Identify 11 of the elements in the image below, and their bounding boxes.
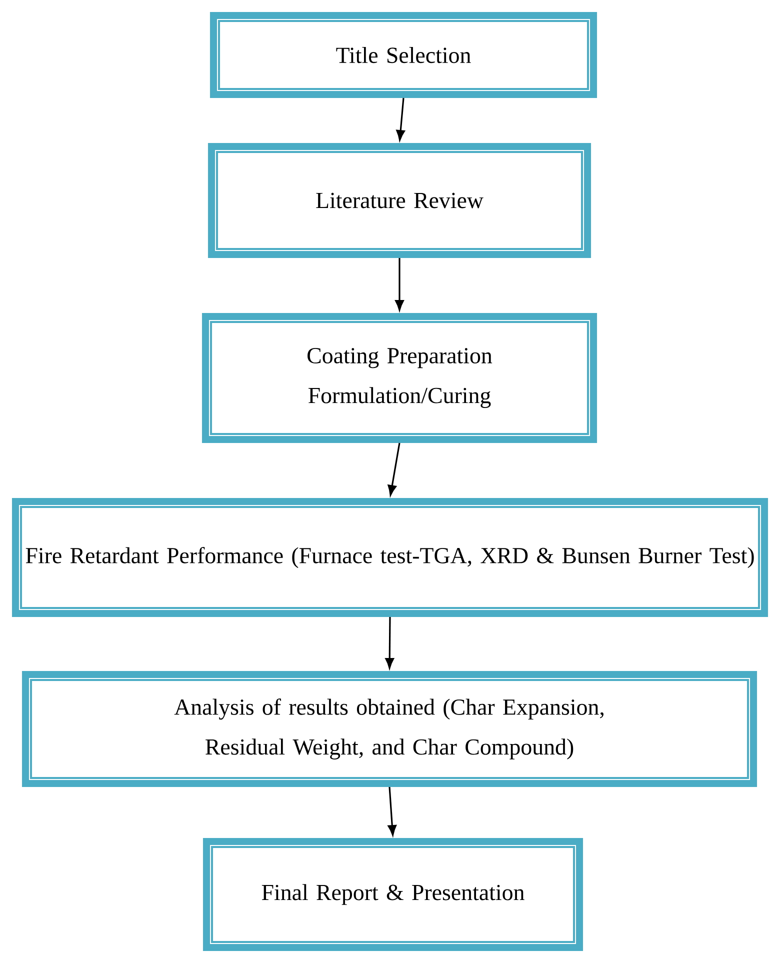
arrow	[388, 786, 397, 836]
process-box: Fire Retardant Performance (Furnace test-TGA, XRD & Bunsen Burner Test)	[12, 498, 768, 617]
process-box: Literature Review	[208, 143, 591, 258]
arrow	[396, 98, 405, 141]
process-box: Title Selection	[210, 12, 597, 98]
arrow	[385, 617, 394, 669]
arrow	[395, 258, 404, 311]
process-box: Coating Preparation Formulation/Curing	[202, 313, 597, 443]
process-box: Final Report & Presentation	[203, 838, 583, 951]
process-box: Analysis of results obtained (Char Expansion, Residual Weight, and Char Compound)	[22, 671, 757, 787]
arrow	[388, 442, 400, 496]
